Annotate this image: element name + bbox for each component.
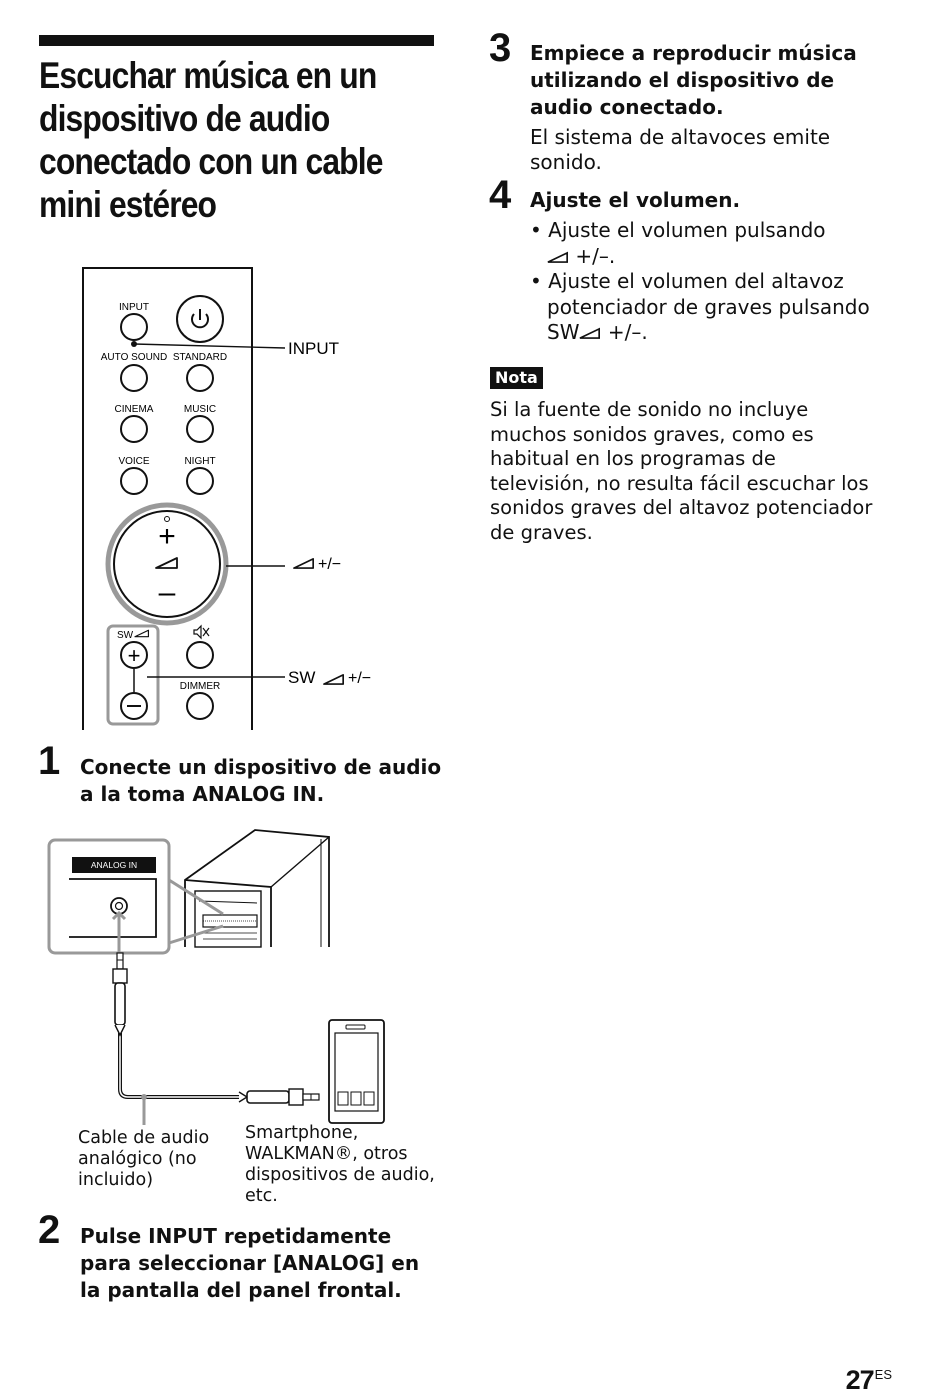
night-button bbox=[186, 467, 214, 495]
connection-illustration: ANALOG IN bbox=[47, 829, 385, 1125]
title-rule bbox=[39, 35, 434, 46]
subwoofer-unit bbox=[184, 829, 330, 948]
note-label: Nota bbox=[490, 367, 543, 389]
input-callout: INPUT bbox=[288, 339, 339, 358]
voice-button bbox=[120, 467, 148, 495]
dimmer-label: DIMMER bbox=[180, 681, 221, 692]
page-language: ES bbox=[874, 1367, 892, 1382]
cinema-label: CINEMA bbox=[115, 404, 154, 415]
step-4-bullet-1: • Ajuste el volumen pulsando +/–. bbox=[530, 218, 847, 269]
auto-sound-label: AUTO SOUND bbox=[101, 352, 168, 363]
page-title: Escuchar música en un dispositivo de aud… bbox=[39, 55, 383, 225]
step-3-heading: Empiece a reproducir música utilizando e… bbox=[530, 41, 857, 119]
analog-in-label: ANALOG IN bbox=[91, 860, 137, 870]
dimmer-button bbox=[186, 692, 214, 720]
page-number: 27ES bbox=[846, 1361, 892, 1394]
step-2-heading: Pulse INPUT repetidamente para seleccion… bbox=[80, 1224, 420, 1302]
volume-dial bbox=[113, 510, 221, 618]
input-button bbox=[120, 313, 148, 341]
volume-icon bbox=[547, 251, 568, 263]
sw-plus-button bbox=[120, 641, 148, 669]
cinema-button bbox=[120, 415, 148, 443]
sw-label: SW bbox=[117, 630, 134, 641]
volume-down-icon: – bbox=[159, 576, 176, 609]
night-label: NIGHT bbox=[184, 456, 215, 467]
input-button-label: INPUT bbox=[119, 302, 149, 313]
volume-up-icon: + bbox=[158, 520, 176, 553]
voice-label: VOICE bbox=[118, 456, 149, 467]
cable-plug-device bbox=[238, 1088, 320, 1106]
step-4-number: 4 bbox=[489, 173, 512, 217]
device-caption: Smartphone, WALKMAN®, otros dispositivos… bbox=[245, 1123, 435, 1206]
auto-sound-button bbox=[120, 364, 148, 392]
smartphone-device bbox=[328, 1019, 385, 1124]
sw-callout-icon bbox=[323, 674, 345, 685]
volume-callout: +/− bbox=[318, 556, 341, 573]
svg-text:+: + bbox=[128, 643, 141, 668]
mute-button bbox=[186, 641, 214, 669]
page-number-value: 27 bbox=[845, 1365, 875, 1395]
bullet-2-text: • Ajuste el volumen del altavoz potencia… bbox=[530, 269, 870, 344]
remote-control-illustration: INPUT INPUT AUTO SOUND STANDARD CINEMA M… bbox=[82, 267, 371, 730]
sw-callout: +/− bbox=[348, 670, 371, 687]
step-1-heading: Conecte un dispositivo de audio a la tom… bbox=[80, 755, 442, 806]
bullet-1-text: • Ajuste el volumen pulsando bbox=[530, 218, 826, 242]
step-3-number: 3 bbox=[489, 26, 512, 70]
volume-callout-icon bbox=[293, 558, 315, 569]
bullet-1-suffix: +/–. bbox=[569, 243, 616, 268]
step-3-body: El sistema de altavoces emite sonido. bbox=[530, 125, 831, 174]
bullet-2-suffix: +/–. bbox=[601, 320, 648, 344]
sw-callout-prefix: SW bbox=[288, 668, 315, 687]
mute-icon bbox=[193, 624, 210, 640]
cable-caption: Cable de audio analógico (no incluido) bbox=[78, 1128, 210, 1190]
standard-label: STANDARD bbox=[173, 352, 227, 363]
volume-icon bbox=[580, 327, 601, 339]
music-label: MUSIC bbox=[184, 404, 216, 415]
power-icon bbox=[191, 309, 209, 329]
cable-plug-top bbox=[112, 952, 128, 1037]
step-4-heading: Ajuste el volumen. bbox=[530, 188, 741, 212]
step-2-number: 2 bbox=[38, 1208, 61, 1252]
standard-button bbox=[186, 364, 214, 392]
step-1-number: 1 bbox=[38, 739, 61, 783]
music-button bbox=[186, 415, 214, 443]
step-4-bullet-2: • Ajuste el volumen del altavoz potencia… bbox=[530, 269, 892, 346]
note-text: Si la fuente de sonido no incluye muchos… bbox=[490, 398, 873, 544]
